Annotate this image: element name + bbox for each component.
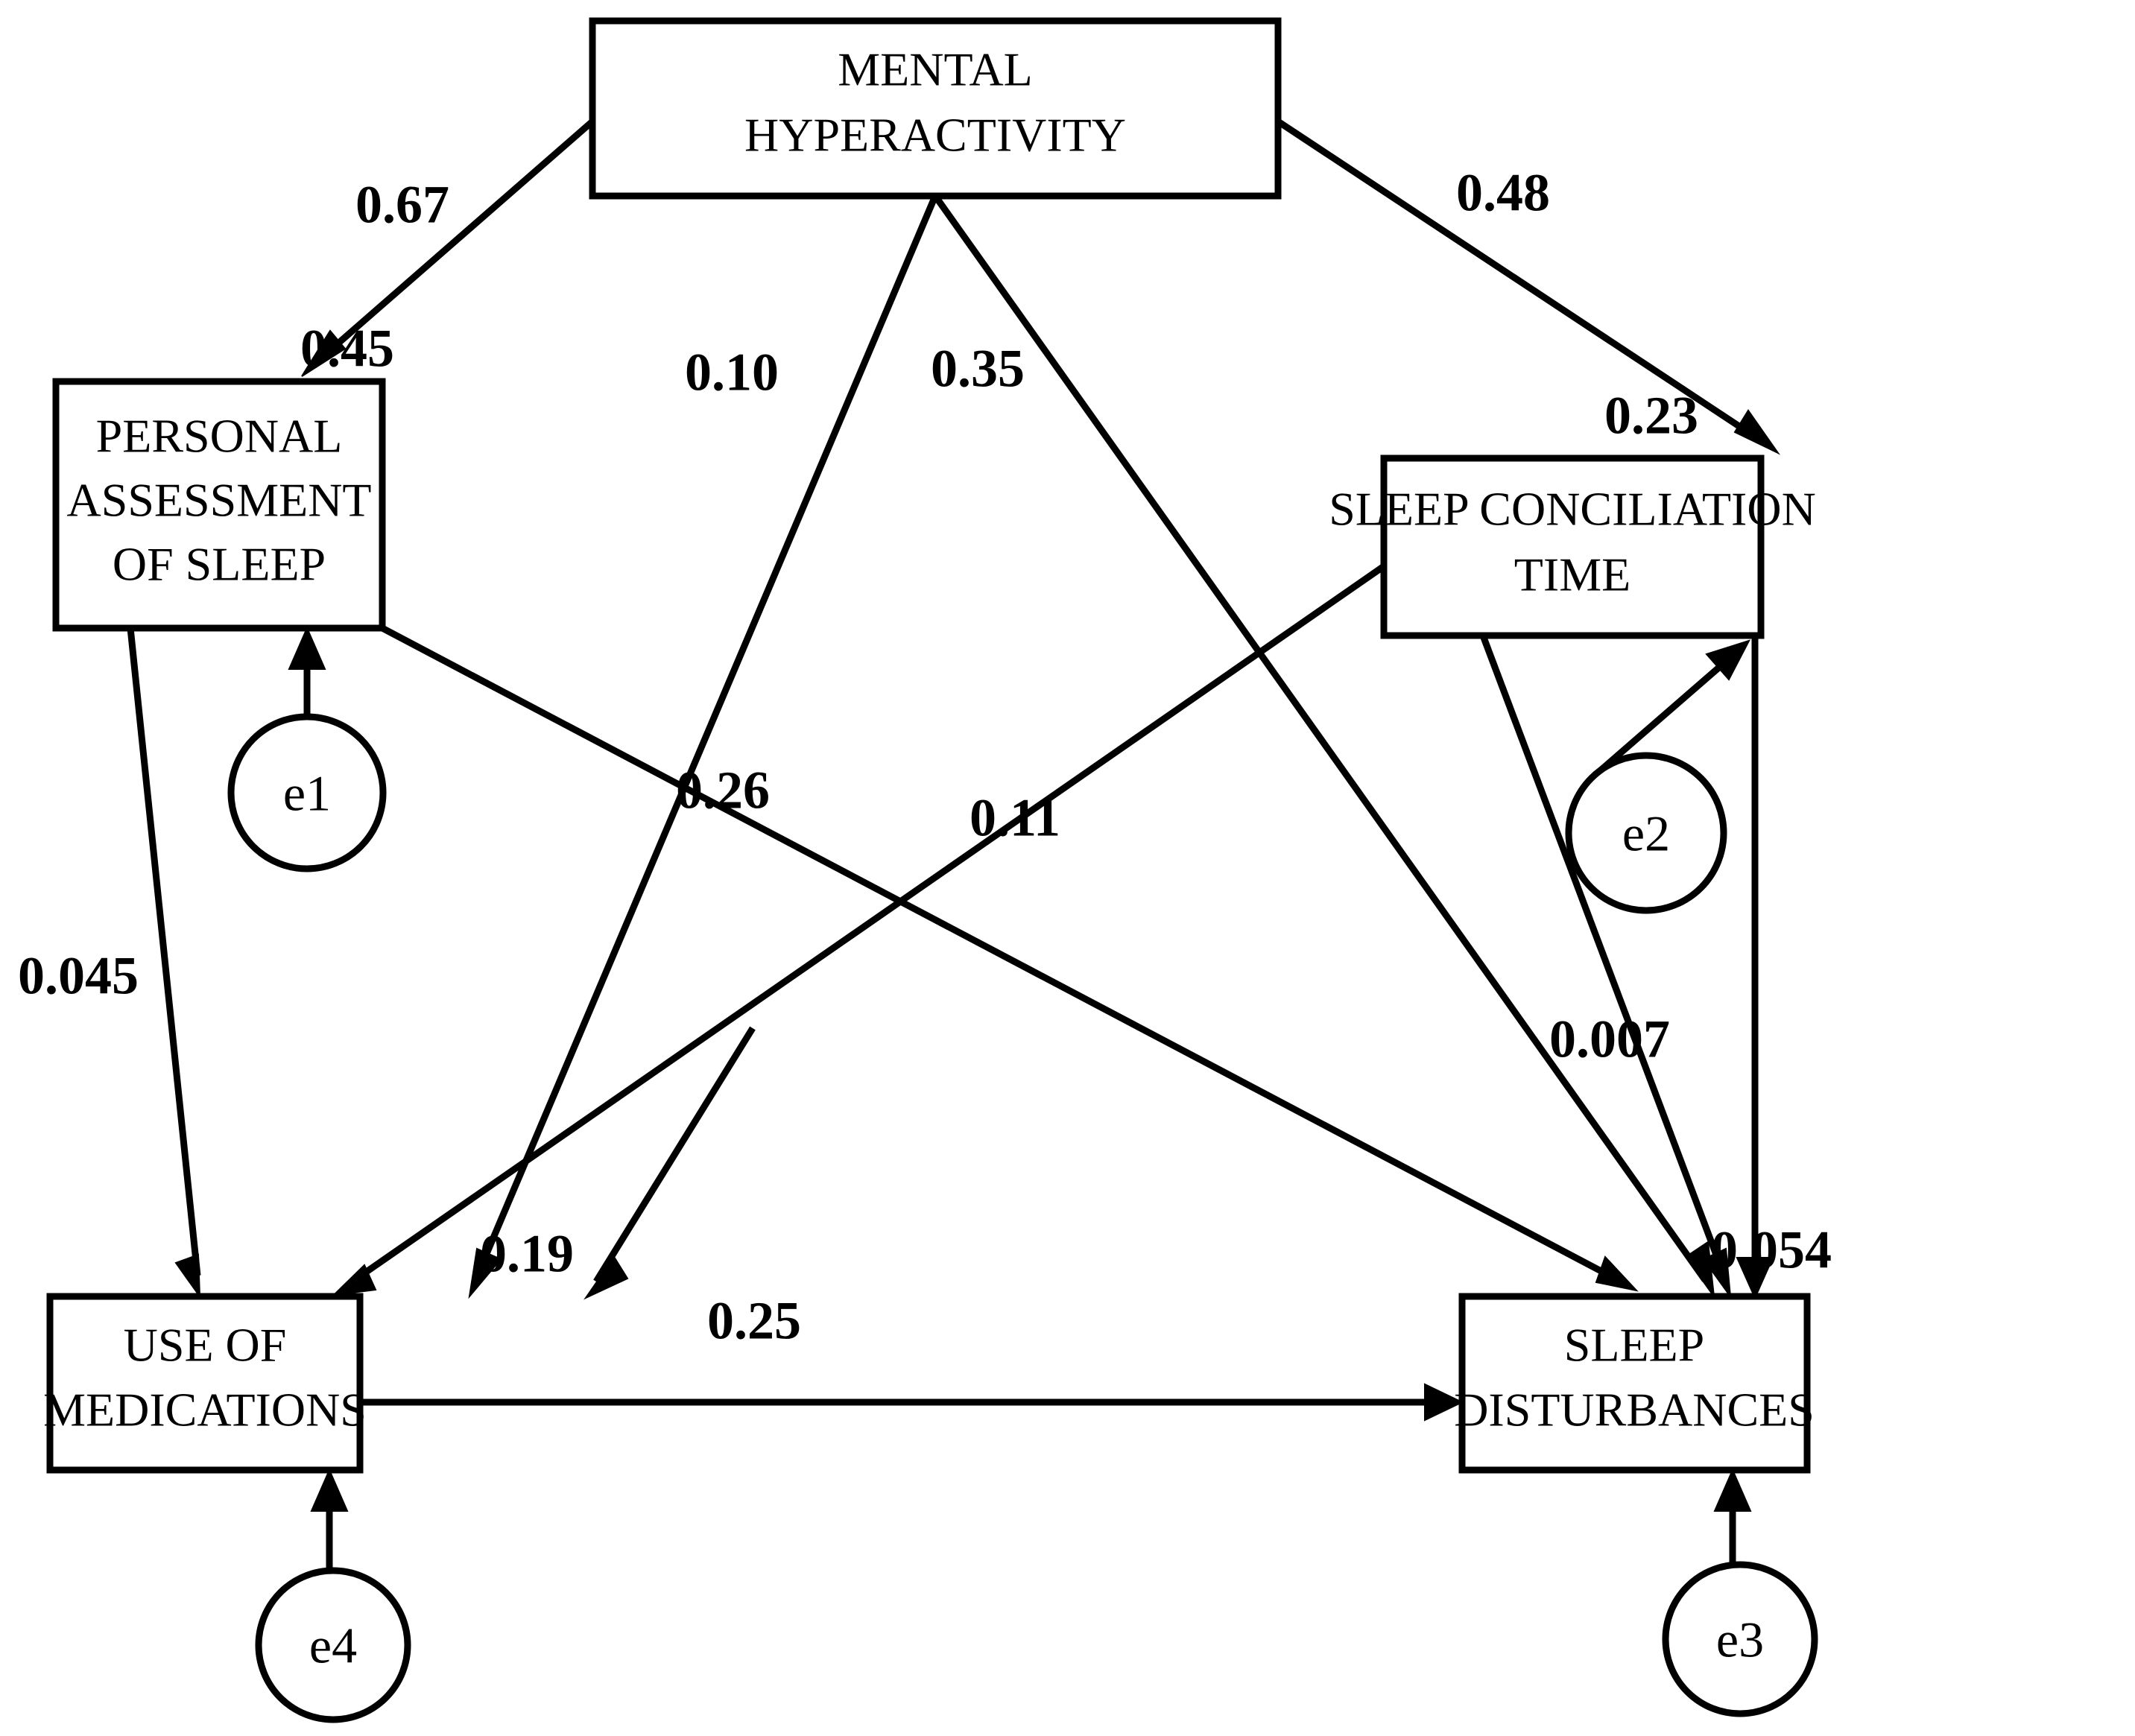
explained-variance-label-pas: 0.45 bbox=[300, 319, 394, 378]
node-label-line: MEDICATIONS bbox=[43, 1384, 367, 1436]
node-use-of-medications[interactable]: USE OF MEDICATIONS bbox=[43, 1293, 367, 1474]
node-sleep-conciliation-time[interactable]: SLEEP CONCILIATION TIME bbox=[1329, 454, 1816, 639]
edge-sct-to-sd bbox=[1479, 634, 1732, 1299]
edge-coefficient-label: 0.67 bbox=[355, 175, 449, 235]
edge-mh-to-pas bbox=[301, 118, 595, 377]
edge-mh-to-sct bbox=[1276, 118, 1781, 455]
node-label-line: TIME bbox=[1514, 548, 1630, 601]
edge-e3-to-sd bbox=[1713, 1468, 1752, 1565]
error-label: e1 bbox=[283, 765, 331, 822]
node-label-line: DISTURBANCES bbox=[1454, 1384, 1815, 1436]
explained-variance-label-sct: 0.23 bbox=[1604, 386, 1698, 446]
node-sleep-disturbances[interactable]: SLEEP DISTURBANCES bbox=[1454, 1293, 1815, 1474]
edge-e4-to-uom bbox=[310, 1468, 349, 1571]
edge-coefficient-label: 0.48 bbox=[1456, 163, 1550, 223]
node-label-line: PERSONAL bbox=[96, 410, 343, 463]
node-label-line: ASSESSMENT bbox=[67, 474, 372, 527]
edge-coefficient-label: 0.054 bbox=[1711, 1220, 1832, 1280]
edge-e2-to-sct bbox=[1589, 639, 1750, 782]
edge-coefficient-label: 0.11 bbox=[970, 788, 1060, 848]
edge-coefficient-label: 0.007 bbox=[1549, 1010, 1670, 1069]
node-mental-hyperactivity[interactable]: MENTAL HYPERACTIVITY bbox=[589, 17, 1282, 200]
error-node-e2[interactable]: e2 bbox=[1565, 752, 1727, 914]
error-label: e3 bbox=[1716, 1612, 1764, 1668]
edge-pas-to-uom bbox=[127, 627, 201, 1299]
edge-coefficient-label: 0.19 bbox=[480, 1224, 574, 1284]
edge-mh-to-sd bbox=[932, 194, 1715, 1299]
node-label-line: SLEEP CONCILIATION bbox=[1329, 483, 1816, 536]
node-personal-assessment-of-sleep[interactable]: PERSONAL ASSESSMENT OF SLEEP bbox=[52, 378, 386, 632]
node-label-line: SLEEP bbox=[1564, 1319, 1704, 1372]
edge-coefficient-label: 0.10 bbox=[685, 343, 779, 402]
edge-e1-to-pas bbox=[288, 626, 326, 717]
node-label-line: USE OF bbox=[124, 1319, 287, 1372]
edge-sct-down-sd bbox=[1736, 636, 1774, 1300]
error-node-e3[interactable]: e3 bbox=[1662, 1561, 1818, 1717]
edge-coefficient-label: 0.045 bbox=[18, 946, 139, 1006]
node-label-line: HYPERACTIVITY bbox=[744, 109, 1126, 162]
node-label-line: MENTAL bbox=[838, 43, 1033, 96]
edge-extra-uom bbox=[583, 1026, 756, 1300]
edge-coefficient-label: 0.35 bbox=[931, 339, 1025, 399]
edge-sct-to-uom bbox=[332, 563, 1386, 1296]
edge-mh-to-uom bbox=[468, 194, 939, 1299]
error-node-e4[interactable]: e4 bbox=[255, 1567, 411, 1723]
edge-coefficient-label: 0.25 bbox=[707, 1291, 801, 1351]
error-label: e4 bbox=[309, 1618, 357, 1674]
error-label: e2 bbox=[1622, 805, 1670, 862]
edge-uom-to-sd bbox=[360, 1383, 1464, 1422]
edge-coefficient-label: 0.26 bbox=[676, 761, 770, 820]
error-node-e1[interactable]: e1 bbox=[227, 713, 387, 872]
edge-pas-to-sd bbox=[380, 625, 1639, 1292]
node-label-line: OF SLEEP bbox=[113, 538, 326, 591]
